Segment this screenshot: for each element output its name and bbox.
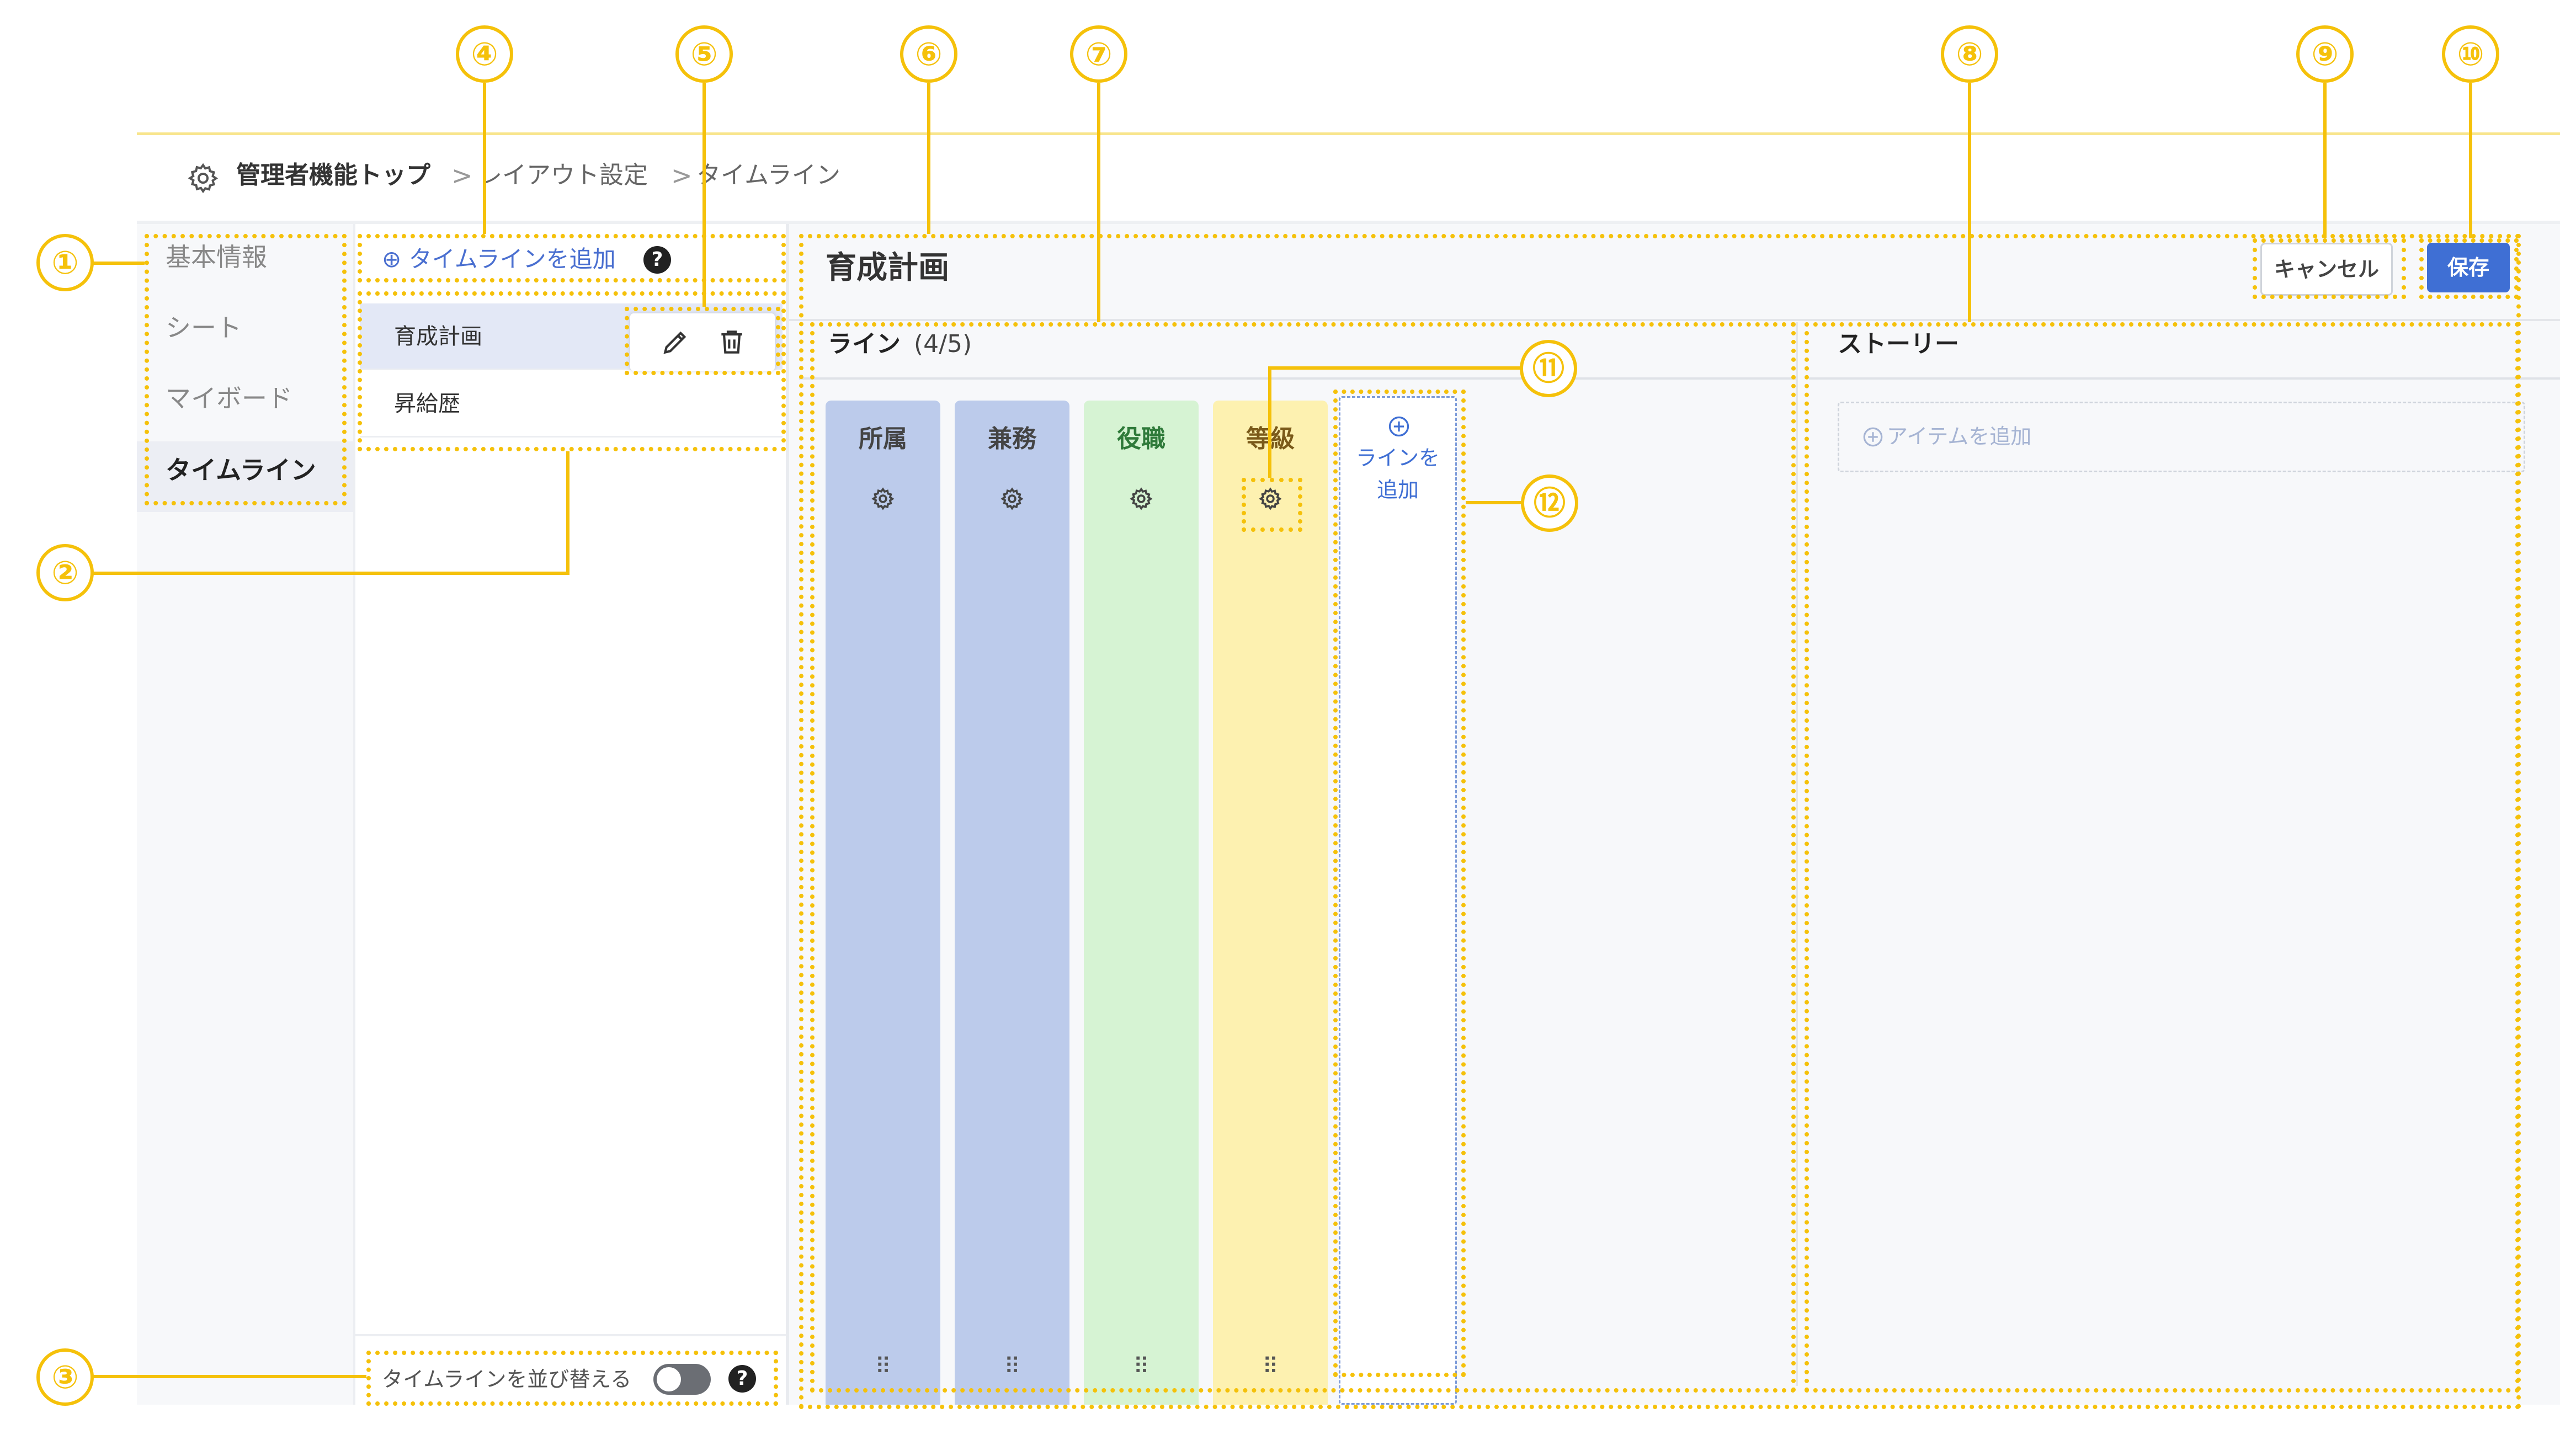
annotation-box-add-line [1333, 390, 1466, 1377]
gear-icon[interactable] [871, 487, 895, 511]
annotation-marker: ⑤ [675, 25, 733, 83]
line-lane[interactable]: 等級 ⠿ [1213, 401, 1328, 1405]
line-lane[interactable]: 役職 ⠿ [1084, 401, 1199, 1405]
gear-icon[interactable] [1258, 487, 1282, 511]
gear-icon[interactable] [187, 162, 220, 195]
drag-handle-icon[interactable]: ⠿ [1004, 1354, 1020, 1379]
breadcrumb-separator: > [451, 161, 473, 190]
leader-line [1268, 366, 1271, 478]
cancel-button[interactable]: キャンセル [2260, 243, 2393, 296]
toggle-knob [657, 1367, 681, 1391]
leader-line [92, 572, 570, 575]
annotation-box-lines [810, 322, 1796, 1393]
lane-label: 所属 [859, 425, 907, 453]
breadcrumb-root-link[interactable]: 管理者機能トップ [236, 161, 430, 189]
sidebar-item-basic-info[interactable]: 基本情報 [166, 242, 267, 272]
add-line-label-line2: 追加 [1376, 478, 1419, 502]
leader-line [702, 83, 706, 307]
leader-line [1968, 83, 1971, 322]
leader-line [566, 451, 570, 575]
settings-sidebar [137, 224, 355, 1405]
annotation-box-reorder [366, 1351, 778, 1406]
story-panel [1809, 322, 2560, 1386]
annotation-marker: ⑩ [2442, 25, 2499, 83]
line-lane[interactable]: 兼務 ⠿ [955, 401, 1069, 1405]
timeline-item-actions [630, 313, 775, 371]
lines-title: ライン [828, 330, 901, 358]
annotation-box-story [1805, 322, 2520, 1393]
gear-icon[interactable] [1000, 487, 1024, 511]
annotation-box-cancel [2253, 238, 2406, 299]
lines-header [799, 322, 1796, 380]
trash-icon[interactable] [716, 327, 747, 358]
add-item-button[interactable]: アイテムを追加 [1838, 402, 2525, 472]
breadcrumb-layout-link[interactable]: レイアウト設定 [478, 161, 648, 189]
leader-line [92, 1375, 366, 1378]
plus-circle-icon: ⊕ [382, 246, 402, 273]
annotation-marker: ⑧ [1941, 25, 1998, 83]
annotation-marker: ⑥ [900, 25, 957, 83]
leader-line [1097, 83, 1100, 322]
sidebar-item-timeline[interactable]: タイムライン [166, 455, 316, 485]
annotation-marker: ① [36, 234, 94, 291]
annotation-box-sidebar [145, 234, 347, 505]
breadcrumb-current: タイムライン [696, 161, 840, 189]
annotation-box-lane-gear [1242, 478, 1302, 532]
add-line-label-line1: ラインを [1355, 446, 1440, 470]
add-timeline-button[interactable]: ⊕ タイムラインを追加 [382, 243, 616, 276]
annotation-marker: ⑨ [2296, 25, 2354, 83]
annotation-marker: ③ [36, 1348, 94, 1406]
breadcrumb-separator: > [671, 161, 693, 190]
drag-handle-icon[interactable]: ⠿ [1262, 1354, 1279, 1379]
sidebar-item-myboard[interactable]: マイボード [166, 383, 292, 413]
add-timeline-label: タイムラインを追加 [408, 246, 616, 273]
leader-line [1466, 501, 1531, 504]
add-line-label: ラインを 追加 [1340, 442, 1455, 506]
leader-line [927, 83, 930, 234]
reorder-toggle[interactable] [653, 1364, 711, 1395]
save-button[interactable]: 保存 [2427, 243, 2510, 292]
leader-line [483, 83, 486, 234]
leader-line [2469, 83, 2472, 238]
line-lane[interactable]: 所属 ⠿ [826, 401, 940, 1405]
annotation-marker: ⑦ [1070, 25, 1127, 83]
drag-handle-icon[interactable]: ⠿ [875, 1354, 891, 1379]
lane-label: 兼務 [988, 425, 1036, 453]
timeline-list-item[interactable]: 昇給歴 [360, 371, 783, 438]
timeline-item-label: 育成計画 [394, 324, 482, 349]
annotation-box-timeline-list [358, 291, 786, 451]
leader-line [2323, 83, 2327, 238]
annotation-marker: ⑫ [1521, 474, 1578, 532]
annotation-box-add-timeline [358, 234, 786, 282]
story-header [1809, 322, 2560, 380]
top-accent-line [137, 132, 2560, 135]
sidebar-item-sheet[interactable]: シート [166, 313, 242, 343]
annotation-marker: ② [36, 544, 94, 601]
lane-label: 役職 [1117, 425, 1165, 453]
story-title: ストーリー [1838, 330, 1959, 358]
gear-icon[interactable] [1129, 487, 1153, 511]
help-icon[interactable]: ? [728, 1365, 756, 1393]
drag-handle-icon[interactable]: ⠿ [1133, 1354, 1149, 1379]
plus-circle-icon [1863, 427, 1883, 447]
annotation-box-item-actions [625, 307, 780, 375]
sidebar-active-highlight [137, 441, 353, 512]
timeline-list-panel [355, 224, 789, 1405]
timeline-item-label: 昇給歴 [394, 391, 460, 417]
reorder-divider [355, 1334, 786, 1336]
reorder-timeline-label: タイムラインを並び替える [382, 1367, 632, 1391]
lines-count: (4/5) [914, 330, 972, 358]
annotation-marker: ⑪ [1520, 340, 1577, 397]
breadcrumb [137, 138, 2560, 224]
pencil-icon[interactable] [660, 327, 691, 358]
add-item-label: アイテムを追加 [1887, 424, 2032, 449]
editor-title: 育成計画 [826, 250, 949, 286]
plus-circle-icon [1388, 416, 1409, 437]
add-line-button[interactable]: ラインを 追加 [1339, 396, 1457, 1405]
annotation-marker: ④ [456, 25, 513, 83]
help-icon[interactable]: ? [643, 246, 671, 274]
annotation-box-save [2419, 238, 2519, 299]
leader-line [1268, 366, 1528, 370]
leader-line [92, 262, 145, 265]
